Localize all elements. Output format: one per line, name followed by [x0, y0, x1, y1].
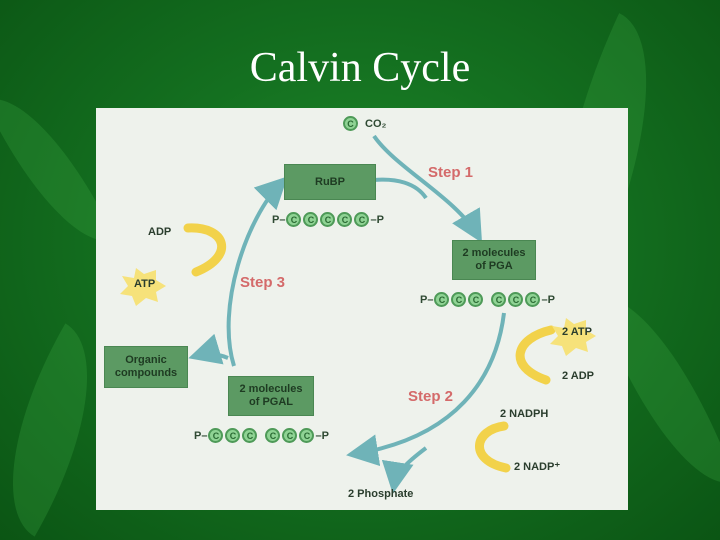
chain-phosphate-right: –P: [370, 214, 383, 226]
pga-label-line2: of PGA: [475, 260, 512, 273]
organic-line2: compounds: [115, 367, 177, 380]
atp-arc-left: [188, 228, 222, 272]
chain-phosphate-left: P–: [420, 294, 433, 306]
carbon-atom: C: [320, 212, 335, 227]
co2-label: CO₂: [365, 118, 386, 130]
organic-compounds-box: Organic compounds: [104, 346, 188, 388]
carbon-atom: C: [299, 428, 314, 443]
carbon-atom: C: [525, 292, 540, 307]
rubp-box: RuBP: [284, 164, 376, 200]
co2-molecule: C CO₂: [342, 116, 386, 131]
chain-phosphate-left: P–: [194, 430, 207, 442]
rubp-label: RuBP: [315, 176, 345, 189]
carbon-atom: C: [337, 212, 352, 227]
pgal-box: 2 molecules of PGAL: [228, 376, 314, 416]
adp-label-left: ADP: [148, 226, 171, 238]
carbon-atom: C: [508, 292, 523, 307]
carbon-atom: C: [451, 292, 466, 307]
carbon-atom: C: [282, 428, 297, 443]
step-2-label: Step 2: [408, 388, 453, 405]
atp-in-label: 2 ATP: [562, 326, 592, 338]
arrow-rubp-join: [374, 180, 426, 198]
carbon-atom: C: [242, 428, 257, 443]
organic-line1: Organic: [125, 354, 167, 367]
chain-phosphate-right: –P: [541, 294, 554, 306]
carbon-atom: C: [343, 116, 358, 131]
calvin-cycle-diagram: C CO₂ Step 1 Step 2 Step 3 RuBP P– C C C…: [96, 108, 628, 510]
nadp-out-label: 2 NADP⁺: [514, 460, 560, 473]
nadph-in-label: 2 NADPH: [500, 408, 548, 420]
pgal-label-line1: 2 molecules: [240, 383, 303, 396]
carbon-atom: C: [434, 292, 449, 307]
carbon-atom: C: [286, 212, 301, 227]
pga-box: 2 molecules of PGA: [452, 240, 536, 280]
rubp-carbon-chain: P– C C C C C –P: [272, 212, 384, 227]
carbon-atom: C: [225, 428, 240, 443]
pga-carbon-chain: P– C C C C C C –P: [420, 292, 555, 307]
atp-arc-right: [520, 330, 551, 380]
carbon-atom: C: [303, 212, 318, 227]
pgal-label-line2: of PGAL: [249, 396, 293, 409]
carbon-atom: C: [208, 428, 223, 443]
step-1-label: Step 1: [428, 164, 473, 181]
arrow-to-organic: [196, 354, 228, 358]
atp-label-left: ATP: [134, 278, 155, 290]
chain-phosphate-right: –P: [315, 430, 328, 442]
pgal-carbon-chain: P– C C C C C C –P: [194, 428, 329, 443]
arrow-co2-to-pga: [374, 136, 478, 236]
carbon-atom: C: [491, 292, 506, 307]
chain-phosphate-left: P–: [272, 214, 285, 226]
carbon-atom: C: [265, 428, 280, 443]
nadph-arc-right: [479, 426, 506, 468]
adp-out-label: 2 ADP: [562, 370, 594, 382]
pga-label-line1: 2 molecules: [463, 247, 526, 260]
step-3-label: Step 3: [240, 274, 285, 291]
phosphate-label: 2 Phosphate: [348, 488, 413, 500]
carbon-atom: C: [354, 212, 369, 227]
arrow-phosphate: [394, 448, 426, 486]
slide-title: Calvin Cycle: [0, 44, 720, 92]
carbon-atom: C: [468, 292, 483, 307]
